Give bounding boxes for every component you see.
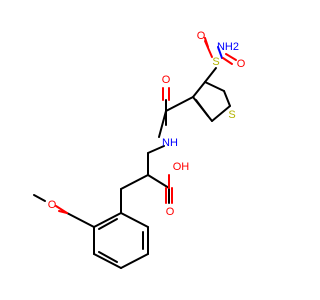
thiophene-s-label: S xyxy=(228,109,235,121)
sulfonamide-nh2-label: NH2 xyxy=(217,41,239,53)
s-o-bond-right-b xyxy=(225,53,237,61)
molecule-diagram: NH2 S O O S O NH OH O O xyxy=(33,29,246,269)
n-ch2-bond xyxy=(147,145,165,154)
structure-svg: NH2 S O O S O NH OH O O xyxy=(33,30,246,269)
s-o-bond-left-b xyxy=(204,40,213,58)
benzene-double-3 xyxy=(98,218,118,230)
s-o-bond-right-a xyxy=(222,57,233,65)
benzene-bond-1 xyxy=(120,212,149,228)
ring-o-bond xyxy=(66,212,95,228)
sulfonyl-s-label: S xyxy=(212,56,219,68)
thiophene-bond-4 xyxy=(211,105,231,122)
amide-nh-label: NH xyxy=(162,137,178,149)
methoxy-o-bond-b xyxy=(58,210,68,214)
thiophene-bond-3 xyxy=(223,90,231,107)
benzene-bond-3 xyxy=(120,253,149,269)
benzene-double-2 xyxy=(98,251,118,263)
methoxy-o-label: O xyxy=(48,199,57,211)
ch-cooh-bond xyxy=(147,174,170,189)
sulfonyl-o-bottom-label: O xyxy=(237,58,246,70)
ch-benzyl-bond xyxy=(120,174,149,190)
acid-oh-label: OH xyxy=(173,161,190,173)
sulfonyl-o-top-label: O xyxy=(197,30,206,42)
s-ring-bond xyxy=(204,67,217,83)
ring-to-carbonyl-bond xyxy=(165,96,194,112)
s-n-bond xyxy=(217,46,223,59)
benzene-bond-4 xyxy=(93,253,122,269)
benzene-bond-6 xyxy=(93,212,122,228)
carbonyl-to-n-bond xyxy=(158,110,167,138)
thiophene-double-inner xyxy=(195,99,209,117)
methoxy-c-bond xyxy=(33,194,46,202)
acid-o-label: O xyxy=(166,206,175,218)
amide-o-label: O xyxy=(162,74,171,86)
thiophene-bond-2 xyxy=(204,81,225,92)
thiophene-bond-1 xyxy=(192,81,206,98)
